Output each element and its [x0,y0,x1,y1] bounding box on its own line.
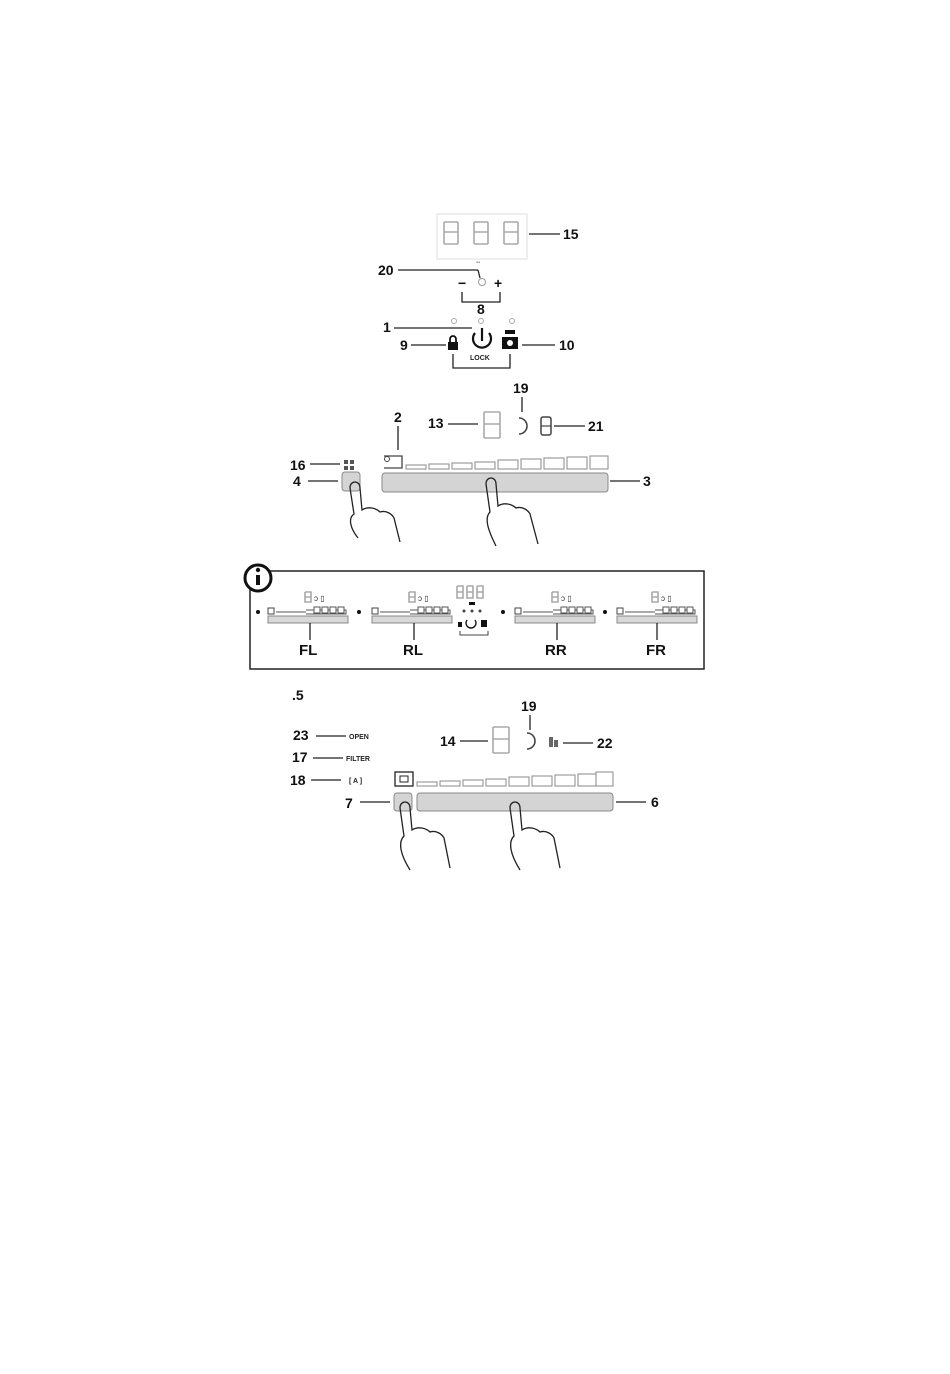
auto-label: [ A ] [349,778,362,785]
zone-label-rl: RL [403,642,423,659]
callout-19: 19 [513,380,529,396]
zone-label-fr: FR [646,642,666,659]
callout-7: 7 [345,795,353,811]
callout-22: 22 [597,735,613,751]
timer-icon [519,418,527,434]
info-icon [245,565,271,591]
zone-status-icon [541,417,551,435]
plus-button[interactable]: + [494,275,502,291]
callout-3: 3 [643,473,651,489]
svg-text:▪▪: ▪▪ [476,260,480,266]
svg-text:ɔ ▯: ɔ ▯ [314,594,325,603]
svg-text:ɔ ▯: ɔ ▯ [661,594,672,603]
filter-label: FILTER [346,756,370,763]
timer-indicator-dot [479,279,486,286]
zone-label-rr: RR [545,642,567,659]
zone-label-fl: FL [299,642,317,659]
svg-text:ɔ ▯: ɔ ▯ [418,594,429,603]
callout-16: 16 [290,457,306,473]
open-label: OPEN [349,734,369,741]
timer-icon [527,733,535,749]
callout-8: 8 [477,301,485,317]
zone-display-digit [484,412,500,438]
callout-14: 14 [440,733,456,749]
lock-label: LOCK [470,355,490,362]
callout-17: 17 [292,749,308,765]
hood-level-steps [417,772,613,786]
hood-display-digit [493,727,509,753]
hood-icon[interactable] [502,330,518,349]
lock-icon[interactable] [448,336,458,350]
callout-2: 2 [394,409,402,425]
callout-9: 9 [400,337,408,353]
callout-20: 20 [378,262,394,278]
main-display [437,214,527,259]
hood-select-indicator [395,772,413,786]
callout-23: 23 [293,727,309,743]
fan-speed-icon [549,737,558,747]
zone-link-icon [344,460,354,470]
section-mark: .5 [292,687,304,703]
callout-10: 10 [559,337,575,353]
callout-15: 15 [563,226,579,242]
callout-6: 6 [651,794,659,810]
power-slider[interactable] [382,473,608,492]
svg-text:ɔ ▯: ɔ ▯ [561,594,572,603]
callout-21: 21 [588,418,604,434]
callout-18: 18 [290,772,306,788]
zone-select-indicator [384,456,402,468]
zone-select-key[interactable] [342,472,360,491]
callout-4: 4 [293,473,301,489]
power-icon[interactable] [473,328,491,348]
power-level-steps [406,456,608,469]
finger-icon [510,802,560,870]
finger-icon [400,802,450,870]
callout-1: 1 [383,319,391,335]
callout-13: 13 [428,415,444,431]
callout-19b: 19 [521,698,537,714]
minus-button[interactable]: − [458,275,466,291]
